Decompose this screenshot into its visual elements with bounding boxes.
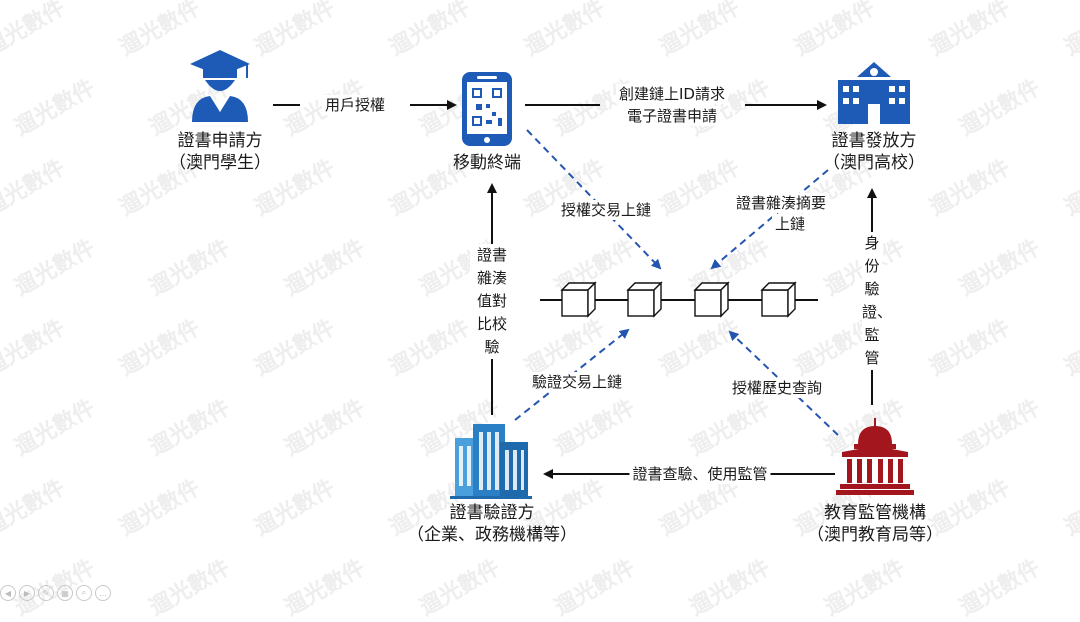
regulator-sublabel: （澳門教育局等） [807, 525, 943, 545]
edge-auth-tx-onchain [526, 129, 662, 270]
edge-label-create-request-1: 創建鏈上ID請求 [616, 84, 728, 104]
issuer-sublabel: （澳門高校） [823, 153, 925, 173]
edge-label-auth-history: 授權歷史查詢 [728, 378, 826, 398]
block-2 [626, 281, 663, 318]
block-4 [760, 281, 797, 318]
school-icon [838, 62, 910, 124]
edge-label-identity-supervise: 身份驗證、監管 [862, 232, 892, 370]
verifier-sublabel: （企業、政務機構等） [407, 525, 577, 545]
edge-label-cert-check: 證書查驗、使用監管 [629, 464, 771, 484]
graduate-icon [190, 50, 250, 122]
government-building-icon [836, 418, 914, 495]
verifier-label: 證書驗證方 [449, 503, 535, 523]
applicant-sublabel: （澳門學生） [169, 153, 271, 173]
block-1 [560, 281, 597, 318]
mobile-label: 移動終端 [453, 153, 521, 173]
edge-label-verify-tx-onchain: 驗證交易上鏈 [528, 372, 626, 392]
block-3 [693, 281, 730, 318]
edge-label-hash-digest-1: 證書雜湊摘要 [732, 193, 830, 213]
edge-label-hash-compare: 證書雜湊值對比校驗 [470, 244, 514, 359]
regulator-label: 教育監管機構 [824, 503, 926, 523]
issuer-label: 證書發放方 [831, 131, 917, 151]
edge-hash-digest-onchain [710, 169, 829, 270]
applicant-label: 證書申請方 [177, 131, 263, 151]
phone-icon [462, 72, 512, 146]
edge-label-auth-tx-onchain: 授權交易上鏈 [557, 200, 655, 220]
edge-label-user-auth: 用戶授權 [321, 95, 389, 115]
edge-label-hash-digest-2: 上鏈 [771, 214, 809, 234]
office-buildings-icon [450, 424, 532, 499]
edge-label-create-request-2: 電子證書申請 [623, 106, 721, 126]
